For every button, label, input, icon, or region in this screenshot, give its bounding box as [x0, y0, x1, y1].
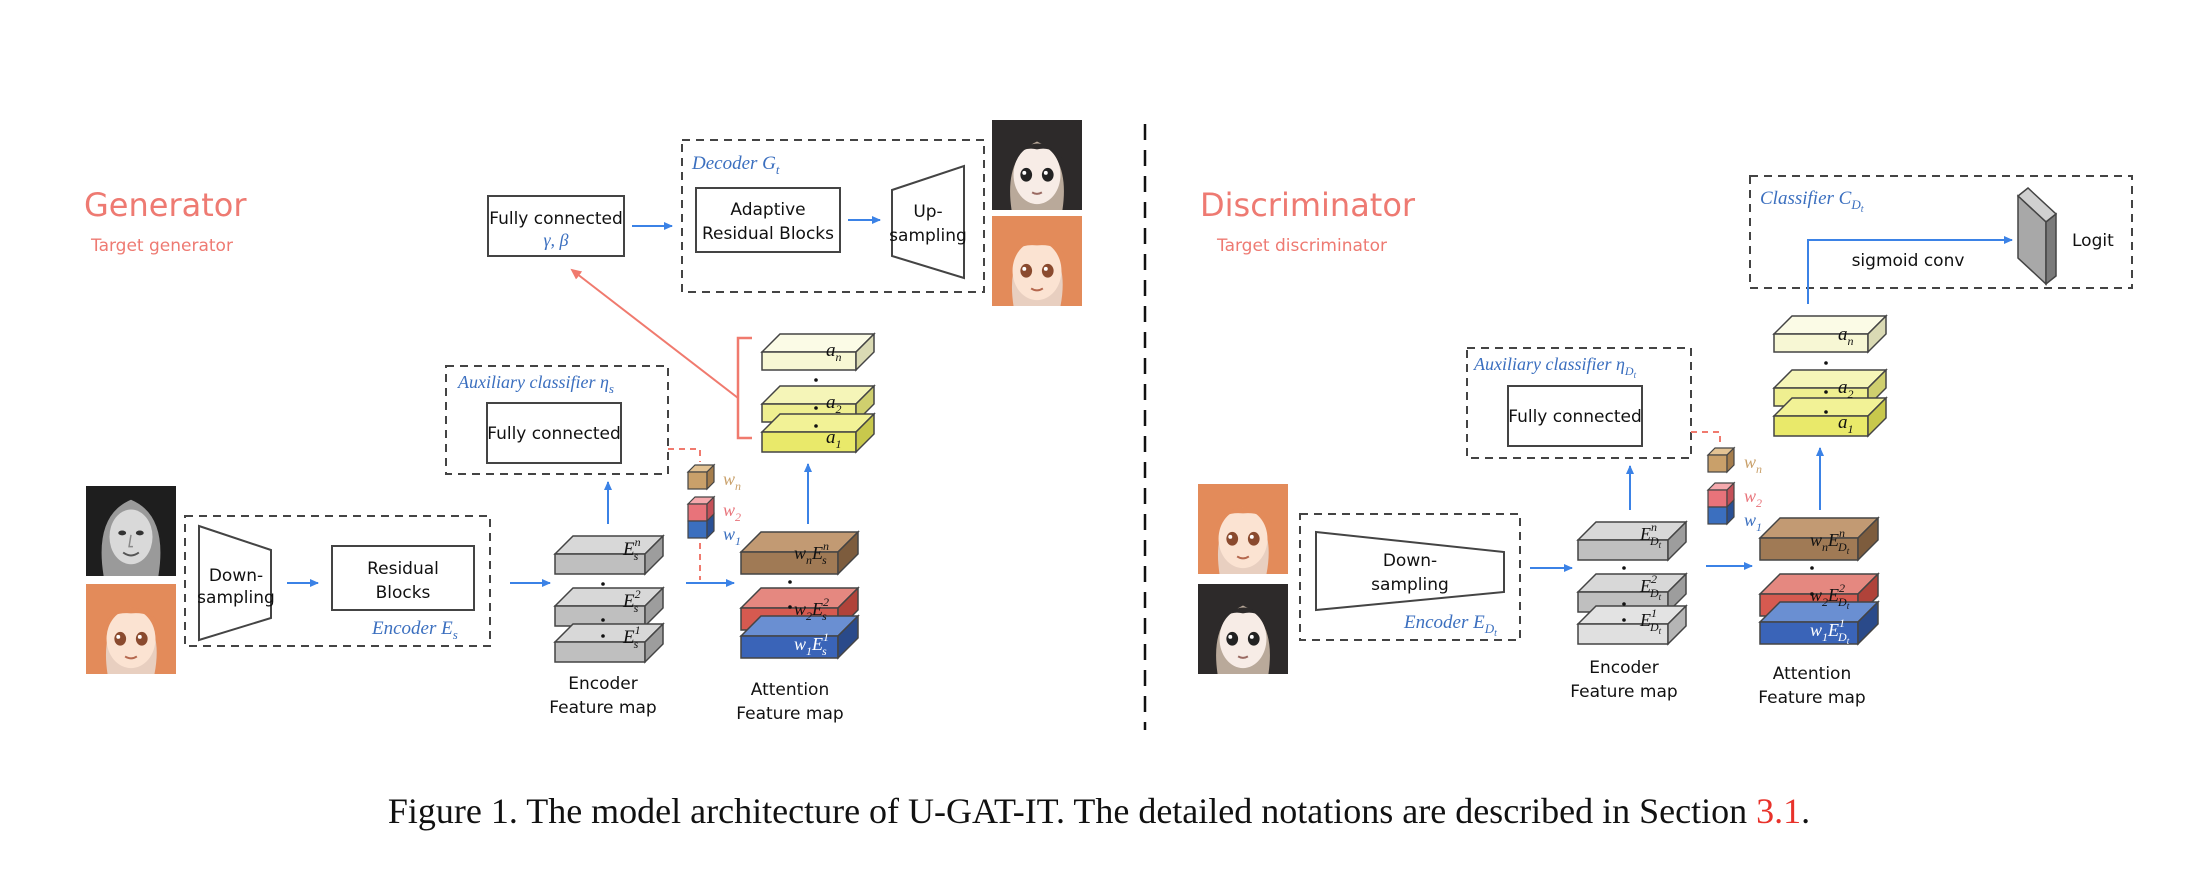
discriminator-subtitle: Target discriminator [1216, 236, 1387, 256]
disc-downsampling-block [1315, 530, 1505, 612]
generator-decoder-box [681, 139, 985, 293]
output-anime-dark-image [992, 120, 1082, 210]
weight-label-2: w2 [723, 500, 741, 524]
adaptive-label-2: Residual Blocks [702, 224, 834, 244]
disc-weight-label-n: wn [1744, 452, 1762, 476]
generator-fc-gamma-beta-block [487, 195, 625, 257]
generator-residual-block [331, 545, 475, 611]
generator-encoder-box [184, 515, 491, 647]
generator-subtitle: Target generator [90, 236, 233, 256]
enc-map-caption-2: Feature map [549, 698, 656, 718]
disc-classifier-label: Classifier CDt [1760, 188, 1864, 215]
discriminator-title: Discriminator [1200, 186, 1416, 224]
generator-downsampling-label-1: Down- [209, 566, 263, 586]
adaptive-label-1: Adaptive [730, 200, 805, 220]
disc-att-caption-2: Feature map [1758, 688, 1865, 708]
disc-downsampling-label-2: sampling [1371, 575, 1449, 595]
caption-text: Figure 1. The model architecture of U-GA… [387, 791, 1757, 831]
weight-label-n: wn [723, 469, 741, 493]
disc-input-dark-image [1198, 584, 1288, 674]
generator-attention-feature-map [739, 530, 860, 660]
disc-classifier-box [1749, 175, 2133, 289]
disc-att-a-label-n: an [1838, 324, 1854, 348]
input-photo-image [86, 486, 176, 576]
input-anime-image [86, 584, 176, 674]
att-map-caption-2: Feature map [736, 704, 843, 724]
generator-aux-label: Auxiliary classifier ηs [457, 372, 614, 396]
logit-block [2016, 187, 2058, 286]
decoder-label: Decoder Gt [691, 153, 780, 177]
red-dashed-connector [1691, 431, 1721, 444]
disc-weight-label-1: w1 [1744, 510, 1762, 534]
disc-encoder-box [1299, 513, 1521, 641]
disc-att-caption-1: Attention [1773, 664, 1851, 684]
att-a-label-1: a1 [826, 427, 842, 451]
generator-aux-classifier-box [445, 365, 669, 475]
weight-label-1: w1 [723, 524, 741, 548]
disc-aux-fc-block [1507, 385, 1643, 447]
att-a-label-n: an [826, 340, 842, 364]
disc-att-a-label-1: a1 [1838, 412, 1854, 436]
disc-weight-label-2: w2 [1744, 486, 1762, 510]
att-map-caption-1: Attention [751, 680, 829, 700]
red-dashed-connector [668, 448, 701, 462]
disc-attention-stack [1772, 314, 1888, 438]
disc-downsampling-label-1: Down- [1383, 551, 1437, 571]
generator-aux-fc-label: Fully connected [487, 424, 621, 444]
disc-aux-fc-label: Fully connected [1508, 407, 1642, 427]
disc-attention-feature-map [1758, 516, 1880, 646]
enc-map-caption-1: Encoder [568, 674, 638, 694]
fc-gamma-label: Fully connected [489, 209, 623, 229]
upsampling-label-2: sampling [889, 226, 967, 246]
arrow-to-logit [1807, 236, 2013, 304]
logit-label: Logit [2072, 231, 2114, 251]
generator-encoder-feature-map [553, 534, 665, 664]
generator-attention-stack [760, 332, 876, 454]
generator-residual-label-1: Residual [367, 559, 439, 579]
disc-input-orange-image [1198, 484, 1288, 574]
section-reference-link[interactable]: 3.1 [1756, 791, 1802, 831]
disc-enc-caption-1: Encoder [1589, 658, 1659, 678]
generator-aux-fc-block [486, 402, 622, 464]
disc-aux-classifier-box [1466, 347, 1692, 459]
adaptive-residual-block [695, 187, 841, 253]
disc-encoder-label: Encoder EDt [1403, 612, 1497, 639]
sigmoid-conv-label: sigmoid conv [1852, 251, 1965, 271]
disc-encoder-feature-map [1576, 520, 1688, 646]
generator-title: Generator [84, 186, 247, 224]
fc-gamma-beta-symbols: γ, β [543, 230, 568, 250]
disc-aux-label: Auxiliary classifier ηDt [1473, 354, 1637, 380]
generator-residual-label-2: Blocks [376, 583, 431, 603]
disc-enc-caption-2: Feature map [1570, 682, 1677, 702]
caption-end: . [1801, 791, 1811, 831]
generator-encoder-label: Encoder Es [371, 618, 458, 642]
generator-downsampling-label-2: sampling [197, 588, 275, 608]
generator-weight-cubes [686, 463, 716, 540]
upsampling-label-1: Up- [913, 202, 942, 222]
output-anime-orange-image [992, 216, 1082, 306]
disc-weight-cubes [1706, 446, 1736, 526]
disc-att-a-label-2: a2 [1838, 377, 1854, 401]
red-arrow-to-fc [570, 268, 739, 399]
att-a-label-2: a2 [826, 392, 842, 416]
figure-caption: Figure 1. The model architecture of U-GA… [0, 790, 2198, 832]
red-bracket [736, 336, 752, 440]
upsampling-block [891, 164, 965, 280]
generator-downsampling-block [198, 524, 272, 642]
